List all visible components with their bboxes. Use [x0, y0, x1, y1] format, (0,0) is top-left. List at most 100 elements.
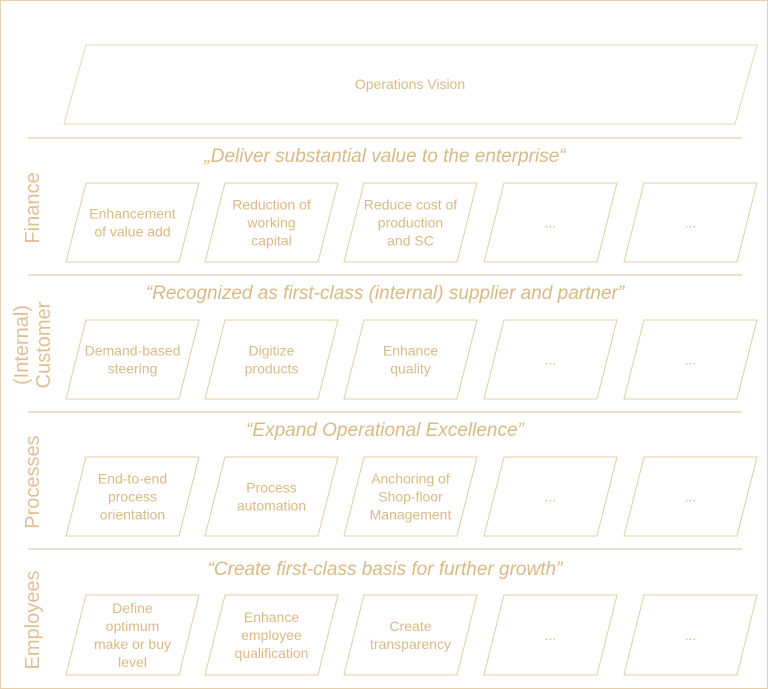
objective-box-shape — [204, 456, 339, 537]
objective-box-line: of value add — [94, 224, 170, 240]
objective-box-shape — [65, 594, 200, 676]
objective-box-line: Reduce cost of — [364, 197, 457, 213]
objective-box: ... — [623, 182, 758, 263]
objective-box-line: working — [246, 215, 295, 231]
objective-box-shape — [65, 182, 200, 263]
objective-box: Enhance employee qualification — [204, 594, 339, 676]
side-label-line: Customer — [33, 301, 55, 388]
objective-box: ... — [623, 594, 758, 676]
side-label-line: Processes — [22, 435, 44, 528]
objective-box-shape — [483, 182, 618, 263]
objective-box-shape — [483, 319, 618, 400]
objective-box: ... — [483, 319, 618, 400]
objective-box-line: Enhancement — [89, 206, 176, 222]
objective-box: ... — [623, 456, 758, 537]
objective-box-line: Enhance — [244, 609, 299, 625]
objective-box-line: ... — [545, 489, 557, 505]
objective-box-shape — [343, 319, 478, 400]
objective-box-shape — [483, 594, 618, 676]
section-1: „Deliver substantial value to the enterp… — [22, 137, 758, 263]
vision-block: Operations Vision — [63, 44, 758, 125]
vision-shape — [63, 44, 758, 125]
objective-box-line: steering — [108, 361, 158, 377]
objective-box-text: Reduction of working capital — [232, 197, 311, 249]
objective-box-shape — [623, 594, 758, 676]
objective-box-line: Digitize — [249, 343, 295, 359]
objective-box-line: production — [378, 215, 443, 231]
section-2: “Recognized as first-class (internal) su… — [11, 274, 758, 400]
objective-box-line: orientation — [100, 507, 165, 523]
objective-box-text: ... — [685, 489, 697, 505]
side-label-line: Finance — [22, 172, 44, 243]
objective-box: Digitize products — [204, 319, 339, 400]
objective-box-shape — [65, 319, 200, 400]
objective-box-text: ... — [685, 627, 697, 643]
objective-box-line: Enhance — [383, 343, 438, 359]
objective-box-shape — [204, 182, 339, 263]
objective-box: ... — [483, 182, 618, 263]
objective-box-line: ... — [545, 352, 557, 368]
objective-box-line: capital — [251, 233, 291, 249]
section-3: “Expand Operational Excellence” Processes… — [22, 411, 758, 537]
objective-box-line: ... — [685, 627, 697, 643]
objective-box-text: Digitize products — [245, 343, 299, 377]
objective-box-line: employee — [241, 627, 302, 643]
objective-box: ... — [483, 594, 618, 676]
section-4: “Create first-class basis for further gr… — [22, 548, 758, 676]
objective-box-text: ... — [685, 352, 697, 368]
objective-box: ... — [483, 456, 618, 537]
objective-box-line: ... — [545, 215, 557, 231]
objective-box-line: ... — [685, 215, 697, 231]
section-quote: “Expand Operational Excellence” — [246, 420, 525, 441]
objective-box: Reduction of working capital — [204, 182, 339, 263]
objective-box-line: Demand-based — [85, 343, 181, 359]
objective-box-text: ... — [545, 215, 557, 231]
objective-box-line: level — [118, 654, 147, 670]
objective-box-shape — [343, 182, 478, 263]
objective-box-line: Reduction of — [232, 197, 311, 213]
objective-box-line: Shop-floor — [378, 489, 443, 505]
vision-label: Operations Vision — [355, 76, 465, 92]
side-label: Processes — [22, 435, 44, 528]
objective-box-line: ... — [545, 627, 557, 643]
side-label: Finance — [22, 172, 44, 243]
objective-box-shape — [623, 456, 758, 537]
objective-box-line: automation — [237, 498, 306, 514]
objective-box-line: Anchoring of — [371, 471, 450, 487]
objective-box-text: ... — [685, 215, 697, 231]
objective-box-line: Create — [389, 618, 431, 634]
objective-box-line: Define — [112, 600, 153, 616]
section-quote: „Deliver substantial value to the enterp… — [203, 146, 567, 167]
objective-box-text: ... — [545, 489, 557, 505]
objective-box-line: qualification — [235, 645, 309, 661]
objective-box-line: End-to-end — [98, 471, 167, 487]
objective-box-line: ... — [685, 352, 697, 368]
objective-box-line: products — [245, 361, 299, 377]
objective-box: Enhancement of value add — [65, 182, 200, 263]
objective-box-line: ... — [685, 489, 697, 505]
objective-box-shape — [343, 594, 478, 676]
objective-box-text: ... — [545, 627, 557, 643]
objective-box-text: Process automation — [237, 480, 306, 514]
side-label-line: (Internal) — [11, 305, 33, 385]
sections-layer: „Deliver substantial value to the enterp… — [11, 137, 758, 676]
objective-box-shape — [483, 456, 618, 537]
side-label: Employees — [22, 571, 44, 670]
objective-box-line: make or buy — [94, 636, 171, 652]
objective-box-shape — [204, 594, 339, 676]
objective-box-shape — [65, 456, 200, 537]
objective-box: ... — [623, 319, 758, 400]
objective-box-line: Process — [246, 480, 297, 496]
